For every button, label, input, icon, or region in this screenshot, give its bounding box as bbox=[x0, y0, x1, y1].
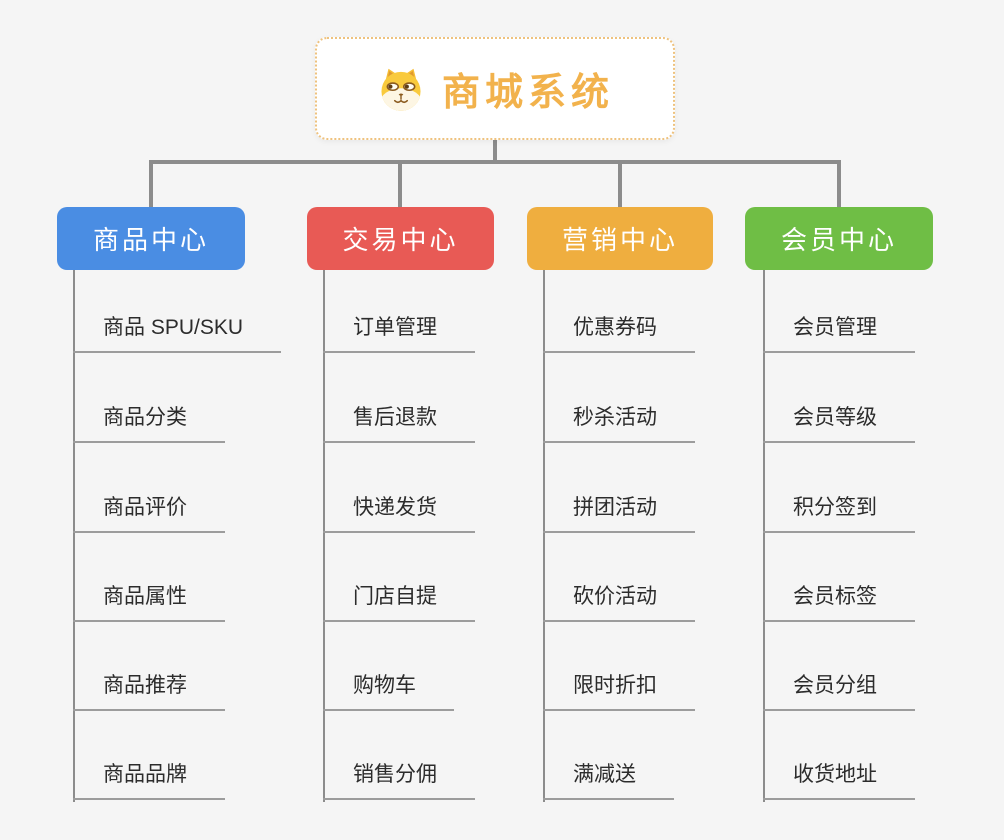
leaf-item[interactable]: 订单管理 bbox=[323, 315, 475, 353]
branch-trunk-line bbox=[323, 270, 325, 802]
leaf-item[interactable]: 砍价活动 bbox=[543, 584, 695, 622]
branch-column-trade: 订单管理 售后退款 快递发货 门店自提 购物车 销售分佣 bbox=[323, 0, 553, 840]
leaf-item[interactable]: 收货地址 bbox=[763, 762, 915, 800]
leaf-item[interactable]: 购物车 bbox=[323, 673, 454, 711]
connector-branch-drop bbox=[618, 160, 622, 207]
leaf-item[interactable]: 商品 SPU/SKU bbox=[73, 315, 282, 353]
leaf-item[interactable]: 限时折扣 bbox=[543, 673, 695, 711]
leaf-item[interactable]: 会员管理 bbox=[763, 315, 915, 353]
branch-node-label: 会员中心 bbox=[780, 225, 897, 255]
connector-branch-drop bbox=[837, 160, 841, 207]
leaf-item[interactable]: 满减送 bbox=[543, 762, 674, 800]
leaf-item[interactable]: 会员标签 bbox=[763, 584, 915, 622]
leaf-item[interactable]: 会员分组 bbox=[763, 673, 915, 711]
branch-trunk-line bbox=[543, 270, 545, 802]
root-node-label: 商城系统 bbox=[441, 72, 614, 114]
leaf-item[interactable]: 商品品牌 bbox=[73, 762, 225, 800]
branch-node-marketing-center[interactable]: 营销中心 bbox=[527, 207, 713, 270]
doge-face-icon bbox=[381, 68, 421, 111]
leaf-item[interactable]: 拼团活动 bbox=[543, 495, 695, 533]
branch-node-product-center[interactable]: 商品中心 bbox=[57, 207, 245, 270]
leaf-item[interactable]: 商品推荐 bbox=[73, 673, 225, 711]
branch-column-member: 会员管理 会员等级 积分签到 会员标签 会员分组 收货地址 bbox=[763, 0, 993, 840]
leaf-item[interactable]: 商品分类 bbox=[73, 405, 225, 443]
leaf-item[interactable]: 销售分佣 bbox=[323, 762, 475, 800]
branch-trunk-line bbox=[763, 270, 765, 802]
leaf-item[interactable]: 门店自提 bbox=[323, 584, 475, 622]
branch-node-label: 商品中心 bbox=[92, 225, 209, 255]
branch-node-trade-center[interactable]: 交易中心 bbox=[307, 207, 494, 270]
connector-bus-line bbox=[149, 160, 841, 164]
branch-node-member-center[interactable]: 会员中心 bbox=[745, 207, 933, 270]
connector-branch-drop bbox=[398, 160, 402, 207]
leaf-item[interactable]: 优惠券码 bbox=[543, 315, 695, 353]
connector-branch-drop bbox=[149, 160, 153, 207]
leaf-item[interactable]: 会员等级 bbox=[763, 405, 915, 443]
leaf-item[interactable]: 积分签到 bbox=[763, 495, 915, 533]
branch-column-marketing: 优惠券码 秒杀活动 拼团活动 砍价活动 限时折扣 满减送 bbox=[543, 0, 773, 840]
connector-root-drop bbox=[493, 140, 497, 164]
leaf-item[interactable]: 商品评价 bbox=[73, 495, 225, 533]
leaf-item[interactable]: 快递发货 bbox=[323, 495, 475, 533]
branch-node-label: 交易中心 bbox=[342, 225, 459, 255]
branch-node-label: 营销中心 bbox=[561, 225, 678, 255]
branch-trunk-line bbox=[73, 270, 75, 802]
leaf-item[interactable]: 售后退款 bbox=[323, 405, 475, 443]
leaf-item[interactable]: 秒杀活动 bbox=[543, 405, 695, 443]
branch-column-product: 商品 SPU/SKU 商品分类 商品评价 商品属性 商品推荐 商品品牌 bbox=[73, 0, 303, 840]
root-node[interactable]: 商城系统 bbox=[315, 37, 675, 140]
leaf-item[interactable]: 商品属性 bbox=[73, 584, 225, 622]
